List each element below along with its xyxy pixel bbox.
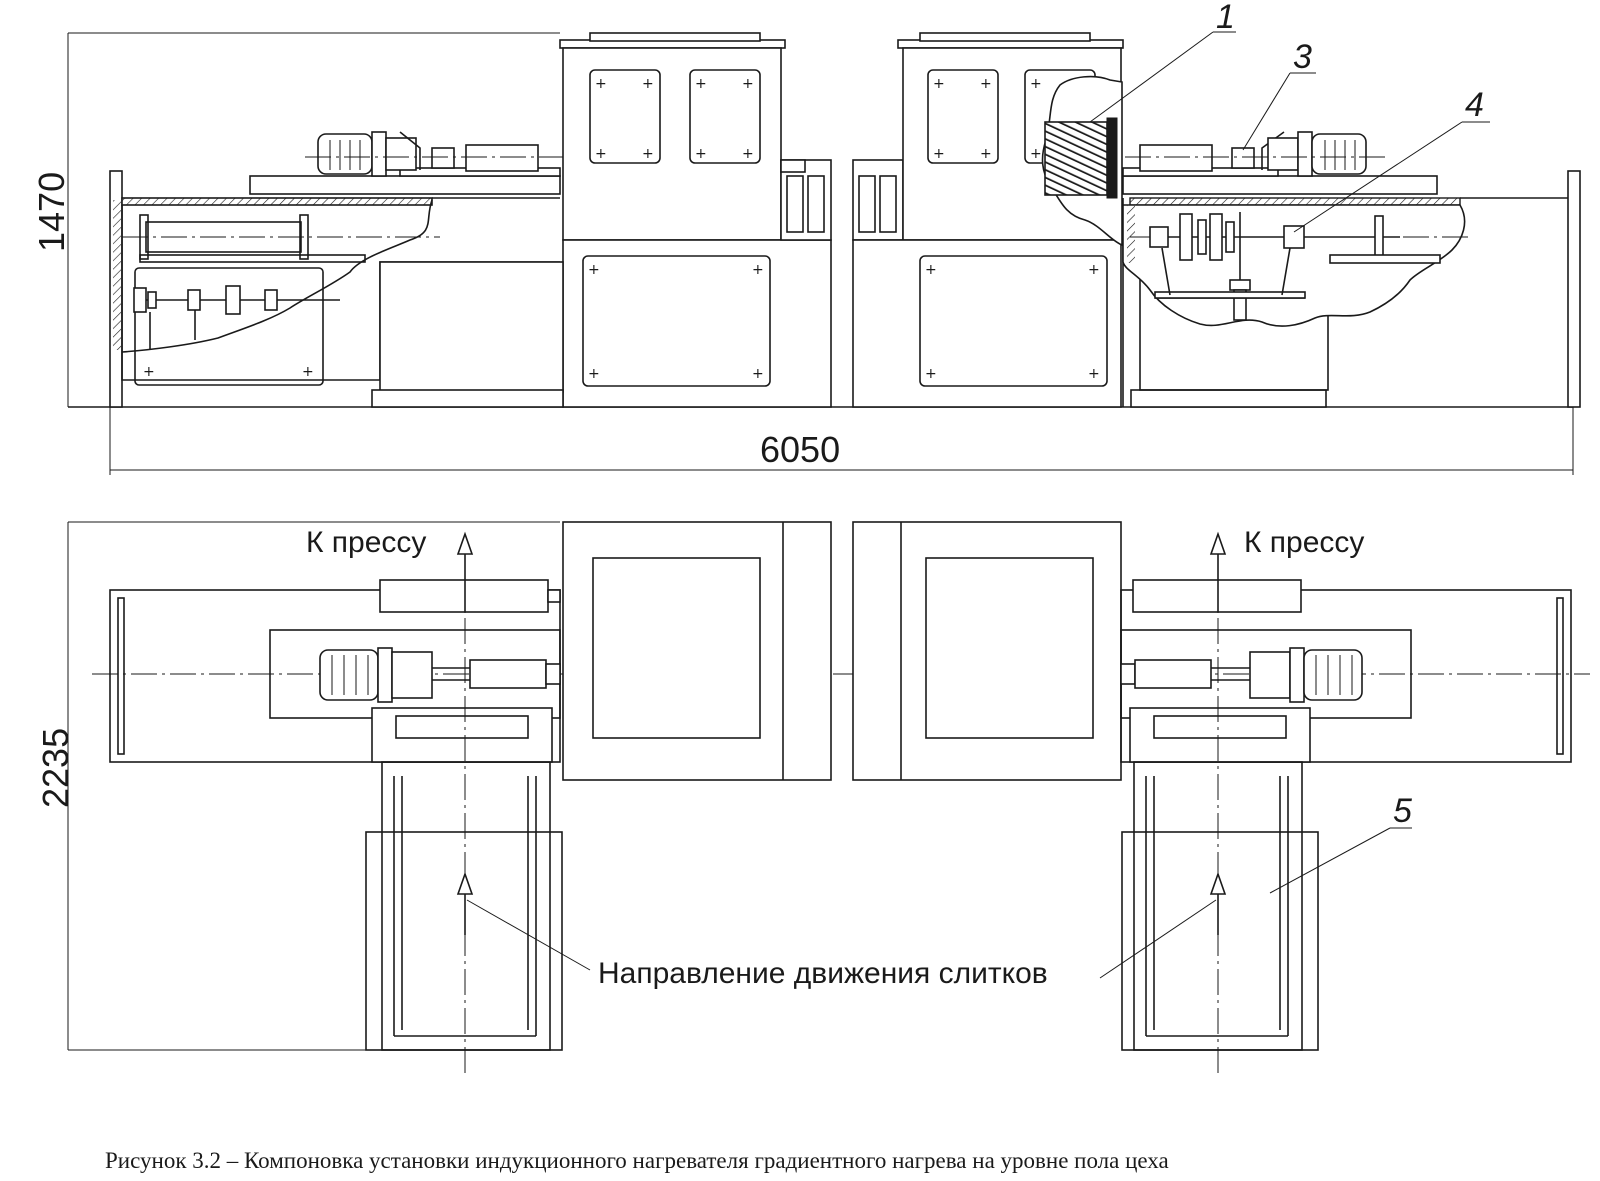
right-breakout-area bbox=[1122, 204, 1466, 327]
left-end-wall-hatch bbox=[113, 200, 121, 350]
right-pusher-plan bbox=[1134, 659, 1212, 689]
left-breakout-line bbox=[121, 199, 433, 353]
callout-1: 1 bbox=[1089, 0, 1236, 123]
right-machine-front: + + + + + + + + + + bbox=[852, 32, 1581, 408]
svg-text:+: + bbox=[588, 262, 600, 278]
callout-4: 4 bbox=[1293, 86, 1490, 233]
svg-text:+: + bbox=[695, 76, 707, 92]
left-inductor-plan-window bbox=[592, 557, 761, 739]
dimension-total-length: 6050 bbox=[109, 407, 1574, 475]
arrow-movement-left bbox=[456, 871, 474, 935]
left-conveyor-plan bbox=[109, 540, 563, 1075]
svg-text:+: + bbox=[588, 366, 600, 382]
right-drive-base bbox=[1122, 175, 1438, 195]
svg-text:+: + bbox=[595, 146, 607, 162]
callout-1-text: 1 bbox=[1216, 0, 1235, 36]
left-motor bbox=[317, 133, 373, 175]
svg-text:+: + bbox=[1030, 76, 1042, 92]
svg-text:+: + bbox=[925, 262, 937, 278]
svg-text:+: + bbox=[752, 262, 764, 278]
callout-4-text: 4 bbox=[1465, 86, 1484, 124]
left-lower-panel bbox=[134, 267, 324, 386]
label-to-press-left: К прессу bbox=[306, 526, 426, 559]
left-inductor-window-2 bbox=[689, 69, 761, 164]
svg-text:+: + bbox=[933, 76, 945, 92]
right-roller-plan bbox=[1132, 579, 1302, 613]
right-conveyor-top bbox=[1129, 197, 1461, 206]
arrow-movement-right bbox=[1209, 871, 1227, 935]
left-drive-base bbox=[249, 175, 561, 195]
inductor-flange bbox=[1106, 117, 1118, 199]
inductor-coil bbox=[1044, 121, 1108, 196]
part-3-block bbox=[1231, 147, 1255, 169]
svg-text:+: + bbox=[925, 366, 937, 382]
left-pusher-plan bbox=[469, 659, 547, 689]
svg-text:+: + bbox=[642, 146, 654, 162]
right-inductor-plan bbox=[852, 521, 1122, 781]
svg-text:+: + bbox=[595, 76, 607, 92]
left-roller-plan bbox=[379, 579, 549, 613]
right-motor-plan bbox=[1303, 649, 1363, 701]
svg-text:+: + bbox=[742, 146, 754, 162]
left-discharge-frame bbox=[371, 707, 553, 763]
figure-caption: Рисунок 3.2 – Компоновка установки индук… bbox=[105, 1148, 1169, 1173]
left-motor-plan bbox=[319, 649, 379, 701]
svg-text:+: + bbox=[1088, 262, 1100, 278]
left-inductor-lower bbox=[562, 239, 832, 408]
right-motor bbox=[1311, 133, 1367, 175]
plan-view: 2235 bbox=[35, 521, 1590, 1075]
svg-text:+: + bbox=[742, 76, 754, 92]
label-to-press-right: К прессу bbox=[1244, 526, 1364, 559]
svg-text:+: + bbox=[695, 146, 707, 162]
left-gearbox bbox=[385, 137, 417, 171]
arrow-to-press-right bbox=[1209, 531, 1227, 612]
svg-text:+: + bbox=[980, 146, 992, 162]
left-inductor-lower-door bbox=[582, 255, 771, 387]
leader-movement-right bbox=[1099, 899, 1217, 979]
svg-text:+: + bbox=[752, 366, 764, 382]
label-movement-direction: Направление движения слитков bbox=[598, 957, 1048, 990]
left-machine-front: + + bbox=[109, 32, 832, 408]
right-gearbox bbox=[1267, 137, 1299, 171]
svg-text:+: + bbox=[143, 364, 155, 380]
left-gearbox-plan bbox=[391, 651, 433, 699]
svg-text:+: + bbox=[302, 364, 314, 380]
dimension-height-front: 1470 bbox=[31, 32, 560, 408]
right-conveyor-plan bbox=[1120, 540, 1572, 1075]
right-gearbox-plan bbox=[1249, 651, 1291, 699]
right-inductor-plan-window bbox=[925, 557, 1094, 739]
leader-movement-left bbox=[466, 899, 591, 971]
svg-text:+: + bbox=[933, 146, 945, 162]
svg-text:+: + bbox=[980, 76, 992, 92]
svg-text:+: + bbox=[642, 76, 654, 92]
left-pusher-cylinder bbox=[465, 144, 539, 172]
part-4-block bbox=[1283, 225, 1305, 249]
svg-text:+: + bbox=[1088, 366, 1100, 382]
left-inductor-window-1 bbox=[589, 69, 661, 164]
right-inductor-window-1 bbox=[927, 69, 999, 164]
dimension-1470-text: 1470 bbox=[31, 172, 72, 252]
front-view: 1470 6050 + + bbox=[31, 0, 1581, 475]
right-inductor-lower bbox=[852, 239, 1122, 408]
right-inductor-lower-door bbox=[919, 255, 1108, 387]
right-end-wall bbox=[1567, 170, 1581, 408]
dimension-2235-text: 2235 bbox=[35, 728, 76, 808]
dimension-width-plan: 2235 bbox=[35, 521, 560, 1051]
dimension-6050-text: 6050 bbox=[760, 429, 840, 470]
callout-3: 3 bbox=[1242, 38, 1316, 151]
callout-5-text: 5 bbox=[1393, 792, 1412, 830]
right-pusher-cylinder bbox=[1139, 144, 1213, 172]
left-inductor-upper bbox=[562, 47, 782, 241]
left-chute-outer bbox=[381, 761, 551, 1051]
arrow-to-press-left bbox=[456, 531, 474, 612]
callout-5: 5 bbox=[1269, 792, 1412, 894]
callout-3-text: 3 bbox=[1293, 38, 1312, 76]
svg-text:+: + bbox=[1030, 146, 1042, 162]
left-side-box bbox=[780, 159, 832, 241]
left-inductor-plan bbox=[562, 521, 832, 781]
